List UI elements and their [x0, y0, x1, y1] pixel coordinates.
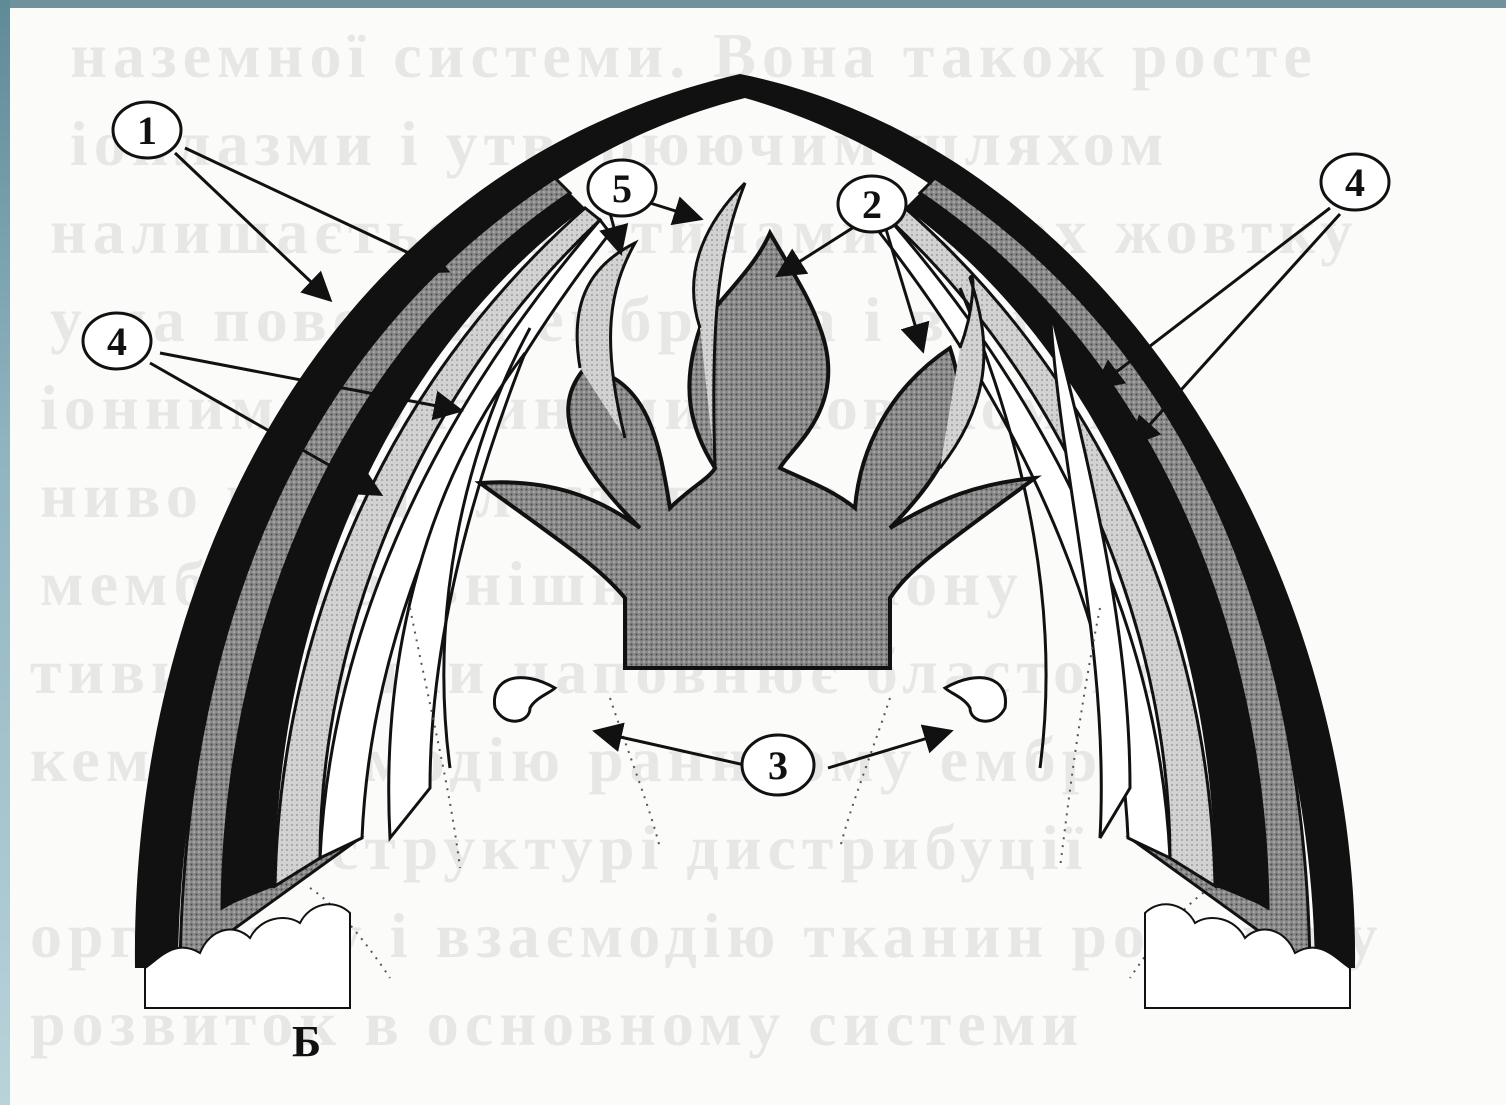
label-4-left: 4 — [83, 313, 151, 369]
label-5-text: 5 — [612, 166, 632, 211]
label-4-right-text: 4 — [1345, 160, 1365, 205]
hooks-left — [494, 678, 555, 722]
window-left-border — [0, 0, 10, 1105]
label-2-text: 2 — [862, 182, 882, 227]
label-5: 5 — [588, 160, 656, 216]
label-1-text: 1 — [137, 108, 157, 153]
scanned-page: наземної системи. Вона також росте іопла… — [10, 8, 1506, 1105]
label-3-text: 3 — [768, 743, 788, 788]
label-2: 2 — [838, 176, 906, 232]
figure-caption: Б — [292, 1016, 321, 1067]
bottom-cloud-edge — [145, 904, 1350, 1008]
hooks-right — [945, 678, 1006, 722]
label-4-right: 4 — [1321, 154, 1389, 210]
label-3: 3 — [742, 735, 814, 795]
embryo-diagram: 1 5 2 4 4 3 — [10, 8, 1506, 1105]
window-top-border — [0, 0, 1506, 8]
label-4-left-text: 4 — [107, 319, 127, 364]
label-1: 1 — [113, 102, 181, 158]
